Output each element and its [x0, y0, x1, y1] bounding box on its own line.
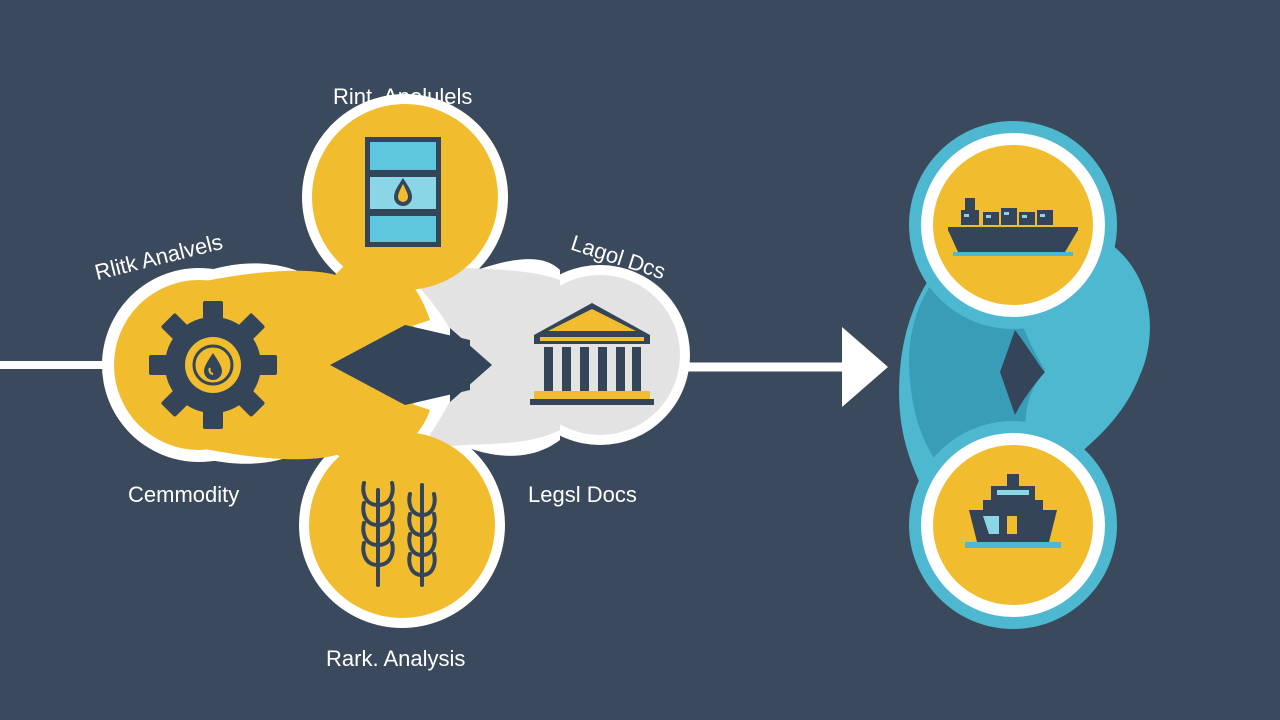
bank-building-icon	[530, 303, 654, 405]
arrow-right-icon	[395, 328, 492, 402]
commodity-label: Cemmodity	[128, 482, 240, 507]
flow-arrow-icon	[680, 327, 888, 407]
tanker-ship-icon	[965, 474, 1061, 548]
wheat-icon	[361, 481, 437, 587]
top-center-label: Rint. Anolulels	[333, 84, 473, 109]
legal-docs-label: Legsl Docs	[528, 482, 637, 507]
gear-oil-icon	[149, 301, 277, 429]
oil-barrel-icon	[365, 137, 441, 247]
bottom-center-label: Rark. Analysis	[326, 646, 466, 671]
cargo-ship-icon	[948, 198, 1078, 256]
